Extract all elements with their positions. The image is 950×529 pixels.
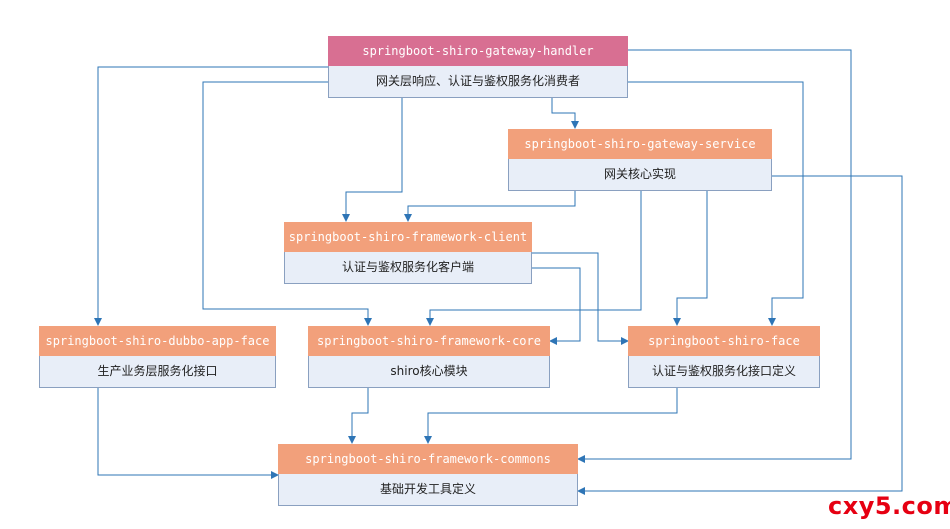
watermark-logo: cxy5.com [828,492,950,520]
edge-handler-to-service [551,98,579,129]
edge-service-to-face [673,191,708,326]
edge-service-to-client [404,191,576,222]
module-dubbo-app-face: springboot-shiro-dubbo-app-face 生产业务层服务化… [39,326,276,388]
module-title: springboot-shiro-gateway-service [508,129,772,159]
module-framework-core: springboot-shiro-framework-core shiro核心模… [308,326,550,388]
module-title: springboot-shiro-gateway-handler [328,36,628,66]
module-description: 网关层响应、认证与鉴权服务化消费者 [328,66,628,98]
module-gateway-service: springboot-shiro-gateway-service 网关核心实现 [508,129,772,191]
module-description: 网关核心实现 [508,159,772,191]
module-title: springboot-shiro-dubbo-app-face [39,326,276,356]
edge-handler-to-commons [577,49,852,463]
module-gateway-handler: springboot-shiro-gateway-handler 网关层响应、认… [328,36,628,98]
edge-handler-to-client [342,98,403,222]
edge-handler-to-face [628,81,804,326]
module-description: 认证与鉴权服务化接口定义 [628,356,820,388]
module-description: 基础开发工具定义 [278,474,578,506]
module-description: shiro核心模块 [308,356,550,388]
module-framework-client: springboot-shiro-framework-client 认证与鉴权服… [284,222,532,284]
edge-dubbo-to-commons [97,388,279,479]
module-title: springboot-shiro-framework-client [284,222,532,252]
edge-handler-to-dubbo [94,66,328,326]
module-framework-commons: springboot-shiro-framework-commons 基础开发工… [278,444,578,506]
module-title: springboot-shiro-face [628,326,820,356]
edge-face-to-commons [424,388,678,444]
edge-handler-to-core [202,81,372,326]
module-description: 生产业务层服务化接口 [39,356,276,388]
module-title: springboot-shiro-framework-commons [278,444,578,474]
edge-core-to-commons [348,388,369,444]
module-title: springboot-shiro-framework-core [308,326,550,356]
module-shiro-face: springboot-shiro-face 认证与鉴权服务化接口定义 [628,326,820,388]
module-description: 认证与鉴权服务化客户端 [284,252,532,284]
